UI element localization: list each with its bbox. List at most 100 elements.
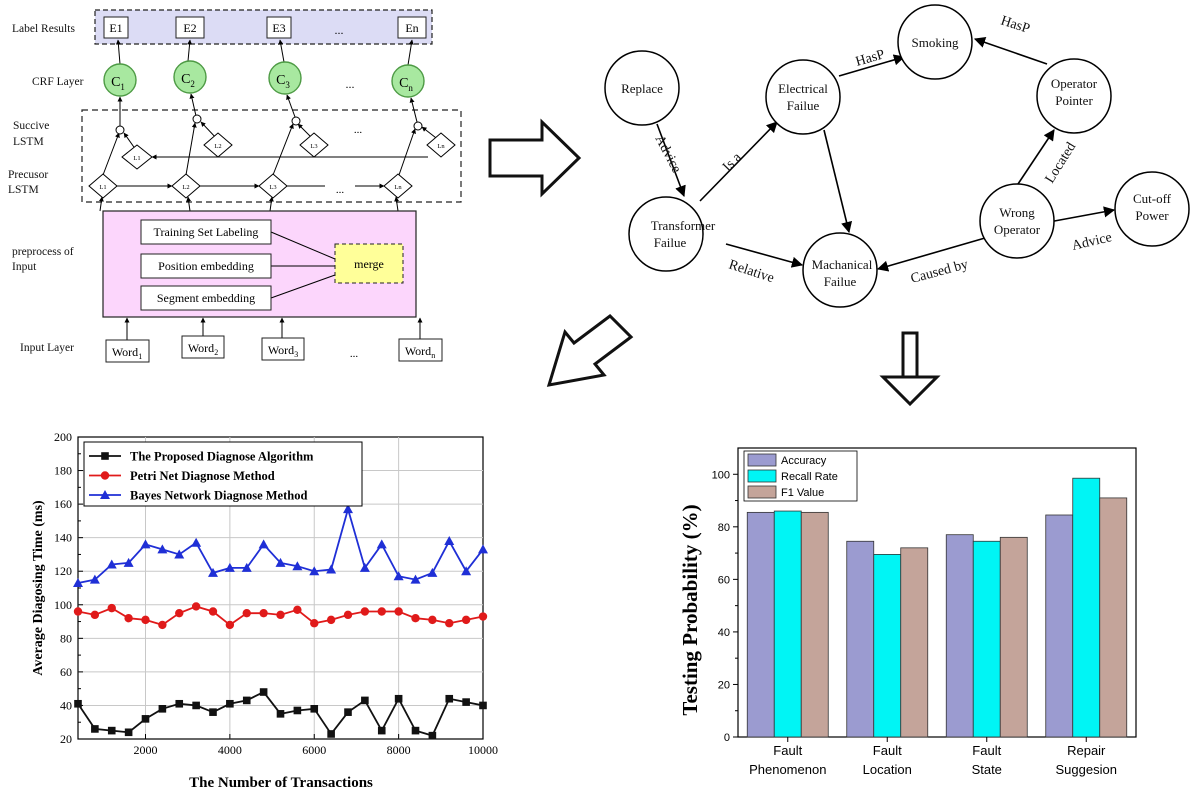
prec-ellipsis: ...: [336, 184, 345, 196]
bar-chart-bar: [1099, 497, 1128, 738]
succ-cell-3-label: L3: [310, 143, 317, 150]
line-chart-point: [377, 607, 386, 616]
line-chart-point: [327, 730, 335, 738]
line-chart-point: [310, 705, 319, 713]
merge-box: [334, 243, 404, 284]
line-chart-point: [191, 537, 202, 547]
pre-box-segment-embedding-text: Segment embedding: [157, 291, 255, 305]
bar-chart-category-label: Repair: [1067, 743, 1106, 758]
line-chart-point: [461, 615, 471, 625]
prec-cell-2: [171, 173, 201, 199]
combine-node-1: [115, 125, 125, 135]
succ-cell-3: [299, 132, 329, 158]
line-chart-point: [359, 562, 370, 572]
line-chart-point: [343, 504, 353, 514]
line-chart-point: [444, 536, 455, 546]
bilstm-crf-diagram: Label Results CRF Layer Succive LSTM Pre…: [8, 9, 462, 363]
bar-chart-legend-swatch: [747, 485, 777, 499]
line-chart-point: [191, 602, 201, 611]
line-chart-legend-marker: [100, 471, 110, 480]
pre-box-position-embedding-text: Position embedding: [158, 259, 254, 273]
node-smoking: [897, 4, 973, 80]
line-chart-point: [73, 607, 83, 616]
bar-chart-bar: [873, 554, 902, 738]
bar-chart-categories: FaultPhenomenonFaultLocationFaultStateRe…: [749, 737, 1117, 777]
precusor-label-2: LSTM: [8, 184, 39, 196]
line-chart-point: [157, 544, 168, 554]
edge-label-hasp-2: HasP: [999, 14, 1032, 37]
line-chart-point: [224, 562, 235, 572]
node-electrical-text-2: Failue: [787, 98, 820, 113]
label-en: En: [405, 21, 418, 35]
line-chart-point: [445, 619, 454, 628]
knowledge-graph: Replace Electrical Failue Smoking Operat…: [604, 4, 1190, 308]
edge-wrong-operator: [1015, 129, 1055, 188]
bar-chart-bar: [800, 511, 829, 738]
line-chart-point: [258, 539, 269, 549]
node-replace: [604, 50, 680, 126]
line-chart-x-tick: 4000: [218, 743, 242, 757]
node-operator-pointer: [1036, 58, 1112, 134]
bar-chart-category-label: State: [972, 762, 1002, 777]
line-chart-point: [293, 605, 302, 615]
line-chart-point: [410, 574, 421, 584]
line-chart-x-tick: 2000: [134, 743, 158, 757]
line-chart-y-label: Average Diagosing Time (ms): [31, 500, 46, 676]
node-wrong-operator: [979, 183, 1055, 259]
line-chart-legend-marker: [101, 452, 109, 460]
prec-cell-1-label: L1: [99, 184, 106, 191]
edge-label-advice-2: Advice: [1071, 230, 1114, 254]
line-chart-legend-box: [83, 441, 363, 507]
line-chart-point: [259, 688, 268, 696]
line-chart-point: [393, 571, 404, 581]
crf-node-2-text: C2: [181, 72, 195, 89]
line-chart-point: [259, 608, 268, 618]
succive-label-2: LSTM: [13, 136, 44, 148]
line-chart-point: [124, 728, 133, 737]
line-chart-point: [140, 539, 151, 549]
bar-chart-bar: [773, 510, 802, 738]
line-chart-point: [479, 701, 487, 710]
edge-wrong-cutoff: [1048, 206, 1116, 223]
word-ellipsis: ...: [350, 348, 359, 360]
succ-cell-1-label: L1: [133, 155, 140, 162]
merge-text: merge: [354, 257, 384, 271]
node-wrong-text-1: Wrong: [999, 205, 1035, 220]
node-electrical-failue: [765, 59, 841, 135]
line-chart-x-tick: 8000: [387, 743, 411, 757]
line-chart-grid: [78, 436, 484, 740]
line-chart-point: [141, 615, 150, 625]
bar-chart-y-tick: 0: [724, 732, 730, 744]
bar-chart-y-tick: 40: [718, 627, 730, 639]
line-chart-point: [376, 539, 387, 549]
label-box-e3: [266, 16, 292, 39]
crf-node-n: [391, 64, 425, 98]
pre-box-training-set-labeling: [140, 219, 272, 245]
edge-label-caused-by: Caused by: [909, 257, 970, 287]
bar-chart-bar: [746, 511, 775, 738]
bar-chart-category-label: Fault: [773, 743, 802, 758]
word-box-1: [105, 339, 150, 363]
node-transformer-text-2: Failue: [654, 235, 687, 250]
line-chart-point: [411, 614, 420, 623]
line-chart-legend-label: Bayes Network Diagnose Method: [130, 489, 307, 503]
pre-box-training-set-labeling-text: Training Set Labeling: [154, 225, 259, 239]
line-chart-point: [175, 608, 184, 618]
line-chart-point: [242, 608, 251, 618]
line-chart-point: [361, 696, 369, 705]
label-e1: E1: [109, 21, 122, 35]
bar-chart-bar: [1072, 477, 1101, 738]
prec-cell-3: [258, 173, 288, 199]
bar-chart-category-label: Location: [863, 762, 912, 777]
bar-chart-category-label: Phenomenon: [749, 762, 826, 777]
line-chart-point: [74, 699, 82, 708]
label-box-en: [397, 16, 427, 39]
bar-chart-legend-label: F1 Value: [781, 487, 824, 499]
line-chart-point: [292, 561, 303, 571]
bar-chart-bar: [846, 540, 875, 738]
prec-cell-n: [383, 173, 413, 199]
flow-arrow-right: [488, 118, 582, 198]
